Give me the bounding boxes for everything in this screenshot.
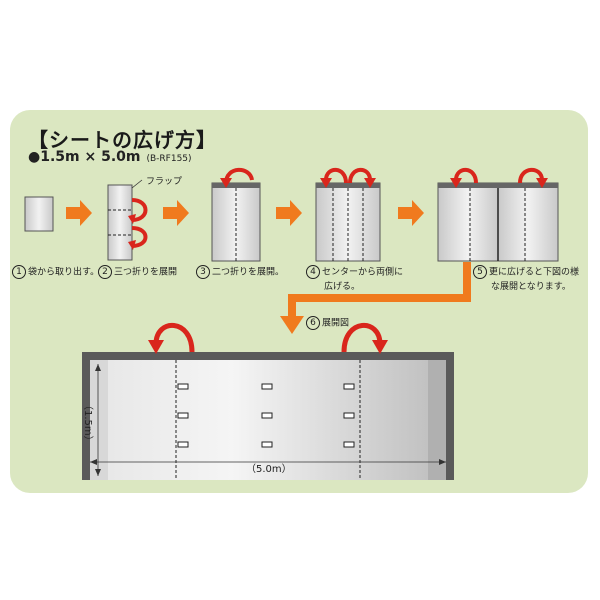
step4-sheet xyxy=(315,167,381,262)
step-5-line-1: 更に広げると下図の様 xyxy=(489,267,580,278)
width-dimension: （5.0m） xyxy=(246,464,292,475)
step3-sheet xyxy=(211,167,261,262)
step-3-number: 3 xyxy=(196,265,210,279)
step5-sheet xyxy=(437,167,559,262)
step-2-line-1: 三つ折りを展開 xyxy=(114,267,178,278)
step-4-line-2: 広げる。 xyxy=(324,281,361,292)
orange-arrow-1 xyxy=(66,200,92,226)
step-1-line-1: 袋から取り出す。 xyxy=(28,267,100,278)
flap-label: フラップ xyxy=(146,177,183,187)
orange-arrow-3 xyxy=(276,200,302,226)
step1-bag xyxy=(24,196,54,232)
step-6-number: 6 xyxy=(306,316,320,330)
step2-trifold xyxy=(107,179,148,261)
step-1-number: 1 xyxy=(12,265,26,279)
step-6-line-1: 展開図 xyxy=(322,318,350,329)
step-5-line-2: な展開となります。 xyxy=(491,281,571,292)
page-title: 【シートの広げ方】 xyxy=(28,128,217,152)
height-dimension: （1.5m） xyxy=(82,400,93,446)
spec-size-text: ●1.5m × 5.0m xyxy=(28,149,141,165)
step-3-line-1: 二つ折りを展開。 xyxy=(212,267,285,278)
spec-size: ●1.5m × 5.0m (B-RF155) xyxy=(28,149,192,165)
orange-elbow-arrow xyxy=(280,262,471,334)
spec-code: (B-RF155) xyxy=(146,154,192,164)
unfolded-sheet xyxy=(82,323,454,480)
step-4-line-1: センターから両側に xyxy=(322,267,404,278)
step-5-number: 5 xyxy=(473,265,487,279)
orange-arrow-4 xyxy=(398,200,424,226)
step-4-number: 4 xyxy=(306,265,320,279)
orange-arrow-2 xyxy=(163,200,189,226)
step-2-number: 2 xyxy=(98,265,112,279)
